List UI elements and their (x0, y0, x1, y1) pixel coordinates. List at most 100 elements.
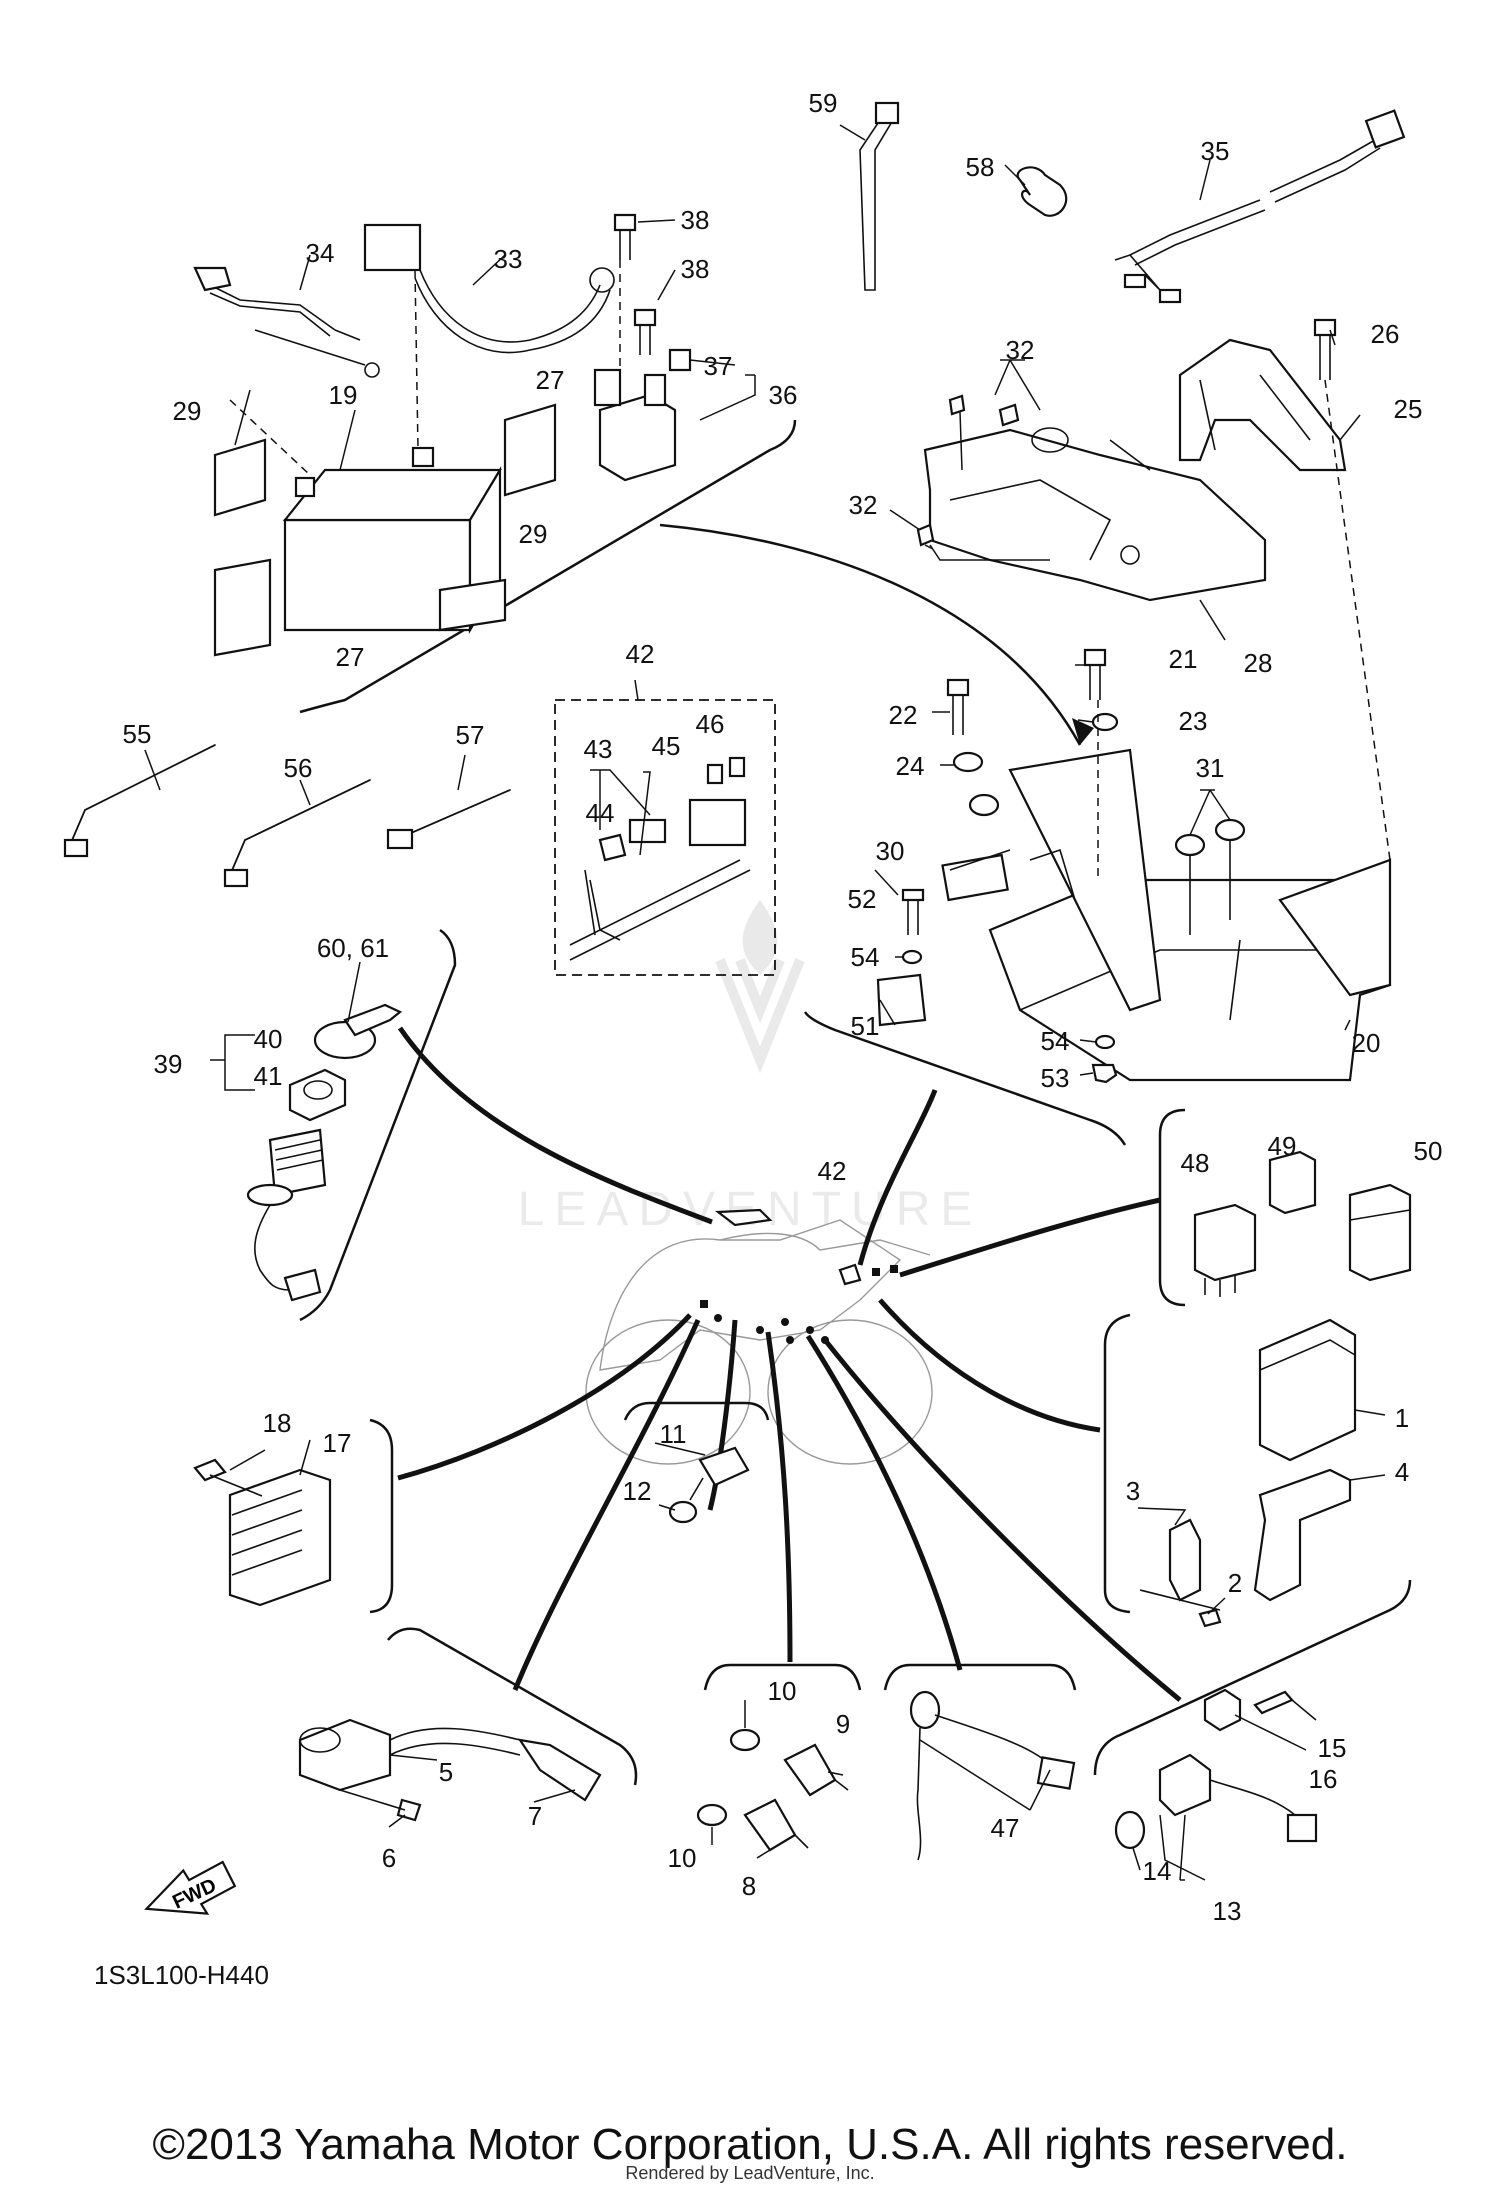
callout-46: 46 (696, 709, 725, 739)
callout-39: 39 (154, 1049, 183, 1079)
callout-15: 15 (1318, 1733, 1347, 1763)
washer-10b (696, 1803, 728, 1827)
callout-50: 50 (1414, 1136, 1443, 1166)
sidestand-switch-group (883, 1663, 1077, 1861)
callout-28: 28 (1244, 648, 1273, 678)
callout-58: 58 (966, 152, 995, 182)
callout-27a: 27 (536, 365, 565, 395)
callout-19: 19 (329, 380, 358, 410)
callout-47: 47 (991, 1813, 1020, 1843)
speed-sensor-13 (1158, 1753, 1212, 1817)
callout-35: 35 (1201, 136, 1230, 166)
pad-30 (941, 853, 1009, 902)
pad-29-bottom (438, 578, 507, 632)
washer-54b (1094, 1034, 1116, 1050)
o-ring-14 (1114, 1810, 1146, 1850)
speed-sensor-group (1093, 1579, 1412, 1850)
callout-36: 36 (769, 380, 798, 410)
switch-8 (743, 1798, 797, 1852)
wire-59 (859, 119, 894, 291)
watermark-logo (715, 900, 805, 1074)
copyright-notice: ©2013 Yamaha Motor Corporation, U.S.A. A… (152, 2120, 1348, 2169)
callout-56: 56 (284, 753, 313, 783)
relay-group (1158, 1108, 1412, 1307)
connector-51 (876, 973, 927, 1027)
callout-33: 33 (494, 244, 523, 274)
callout-27b: 27 (336, 642, 365, 672)
bolt-6 (396, 1798, 422, 1822)
fuse-45 (706, 763, 724, 785)
callout-12: 12 (623, 1476, 652, 1506)
switch-9 (783, 1743, 837, 1797)
watermark-text: LEADVENTURE (518, 1183, 983, 1236)
callout-40: 40 (254, 1024, 283, 1054)
diagram-code: 1S3L100-H440 (94, 1960, 269, 1990)
battery-box-group (803, 318, 1392, 1146)
bolt-22 (946, 678, 970, 697)
callout-17: 17 (323, 1428, 352, 1458)
callout-34: 34 (306, 238, 335, 268)
callout-38a: 38 (681, 205, 710, 235)
fwd-arrow: FWD (144, 1860, 237, 1915)
callout-44: 44 (586, 798, 615, 828)
ignition-coil-group (298, 1627, 638, 1822)
bracket-3 (1168, 1518, 1202, 1602)
callout-32a: 32 (1006, 335, 1035, 365)
callout-20: 20 (1352, 1028, 1381, 1058)
ecu-group (1103, 1313, 1357, 1628)
tie-wraps (63, 744, 511, 888)
relay-50 (1348, 1183, 1412, 1282)
callout-52: 52 (848, 884, 877, 914)
wire-43 (628, 818, 667, 844)
callout-1: 1 (1395, 1403, 1409, 1433)
nut-53 (1091, 1063, 1118, 1084)
callout-38b: 38 (681, 254, 710, 284)
washer-23 (1091, 712, 1119, 732)
stay-25 (1178, 338, 1347, 472)
ecu-holder-4 (1253, 1468, 1352, 1602)
switch-47 (909, 1690, 941, 1730)
callout-43: 43 (584, 734, 613, 764)
fuse-37 (668, 348, 692, 372)
callout-10a: 10 (768, 1676, 797, 1706)
starter-relay (598, 393, 677, 482)
clamp-58 (1016, 166, 1068, 217)
callout-29a: 29 (173, 396, 202, 426)
relay-49 (1268, 1150, 1317, 1215)
sub-lead-35 (1129, 139, 1376, 256)
callout-13: 13 (1213, 1896, 1242, 1926)
main-switch-group (246, 928, 457, 1322)
callout-29b: 29 (519, 519, 548, 549)
callout-21: 21 (1169, 644, 1198, 674)
bracket-28 (923, 428, 1267, 602)
collar-24 (952, 751, 984, 773)
callout-5: 5 (439, 1757, 453, 1787)
callout-22: 22 (889, 700, 918, 730)
plug-cap-7 (517, 1738, 602, 1802)
pad-27-right (503, 403, 557, 497)
cable-34 (209, 284, 336, 331)
callout-32b: 32 (849, 490, 878, 520)
connector-lines (397, 523, 1182, 1702)
callout-48: 48 (1181, 1148, 1210, 1178)
grommet-31b (1214, 818, 1246, 842)
fuse-box-33 (363, 223, 422, 272)
callout-54a: 54 (851, 942, 880, 972)
fuse-box (688, 798, 747, 847)
washer-54a (901, 949, 923, 965)
battery-group (193, 213, 797, 714)
callout-55: 55 (123, 719, 152, 749)
collar-16 (1203, 1688, 1242, 1732)
callout-51: 51 (851, 1011, 880, 1041)
callout-2: 2 (1228, 1568, 1242, 1598)
fuse-46 (728, 756, 746, 778)
washer-10a (729, 1728, 761, 1752)
rectifier-group (193, 1418, 394, 1614)
callout-42a: 42 (626, 639, 655, 669)
top-parts (859, 101, 1406, 304)
bolt-52 (901, 888, 925, 902)
callout-18: 18 (263, 1408, 292, 1438)
bolt-15 (1253, 1690, 1294, 1715)
callout-26: 26 (1371, 319, 1400, 349)
